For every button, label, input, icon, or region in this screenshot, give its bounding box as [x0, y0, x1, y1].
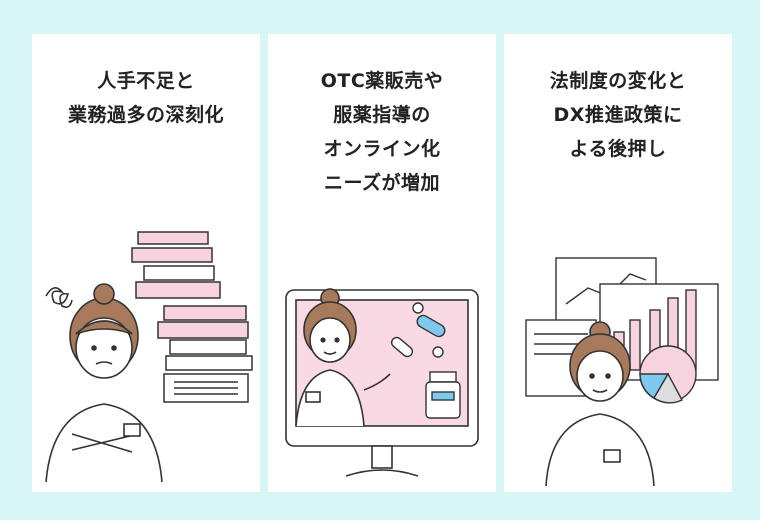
policy-charts-illustration	[525, 257, 719, 487]
nurse-figure	[545, 321, 655, 487]
caption-line: 人手不足と	[97, 70, 195, 92]
panel-caption: 人手不足と 業務過多の深刻化	[32, 64, 260, 132]
panel-caption: 法制度の変化と DX推進政策に よる後押し	[504, 64, 732, 166]
document-stack-icon	[131, 231, 253, 403]
caption-line: よる後押し	[569, 138, 667, 160]
panel-caption: OTC薬販売や 服薬指導の オンライン化 ニーズが増加	[268, 64, 496, 200]
panel-online-demand: OTC薬販売や 服薬指導の オンライン化 ニーズが増加	[268, 34, 496, 492]
caption-line: オンライン化	[323, 138, 441, 160]
caption-line: 法制度の変化と	[549, 70, 687, 92]
pie-chart-icon	[639, 345, 697, 404]
panel-legal-dx: 法制度の変化と DX推進政策に よる後押し	[504, 34, 732, 492]
panel-staff-shortage: 人手不足と 業務過多の深刻化	[32, 34, 260, 492]
caption-line: OTC薬販売や	[320, 70, 444, 92]
pill-icons	[390, 302, 446, 358]
caption-line: DX推進政策に	[553, 104, 683, 126]
caption-line: 服薬指導の	[333, 104, 431, 126]
pharmacist-figure	[295, 288, 391, 427]
online-consultation-illustration	[285, 288, 479, 477]
nurse-figure	[45, 283, 163, 483]
medicine-bottle-icon	[425, 371, 461, 419]
caption-line: 業務過多の深刻化	[67, 104, 224, 126]
stress-scribble-icon	[45, 287, 73, 308]
overworked-nurse-illustration	[45, 231, 253, 483]
caption-line: ニーズが増加	[323, 172, 441, 194]
